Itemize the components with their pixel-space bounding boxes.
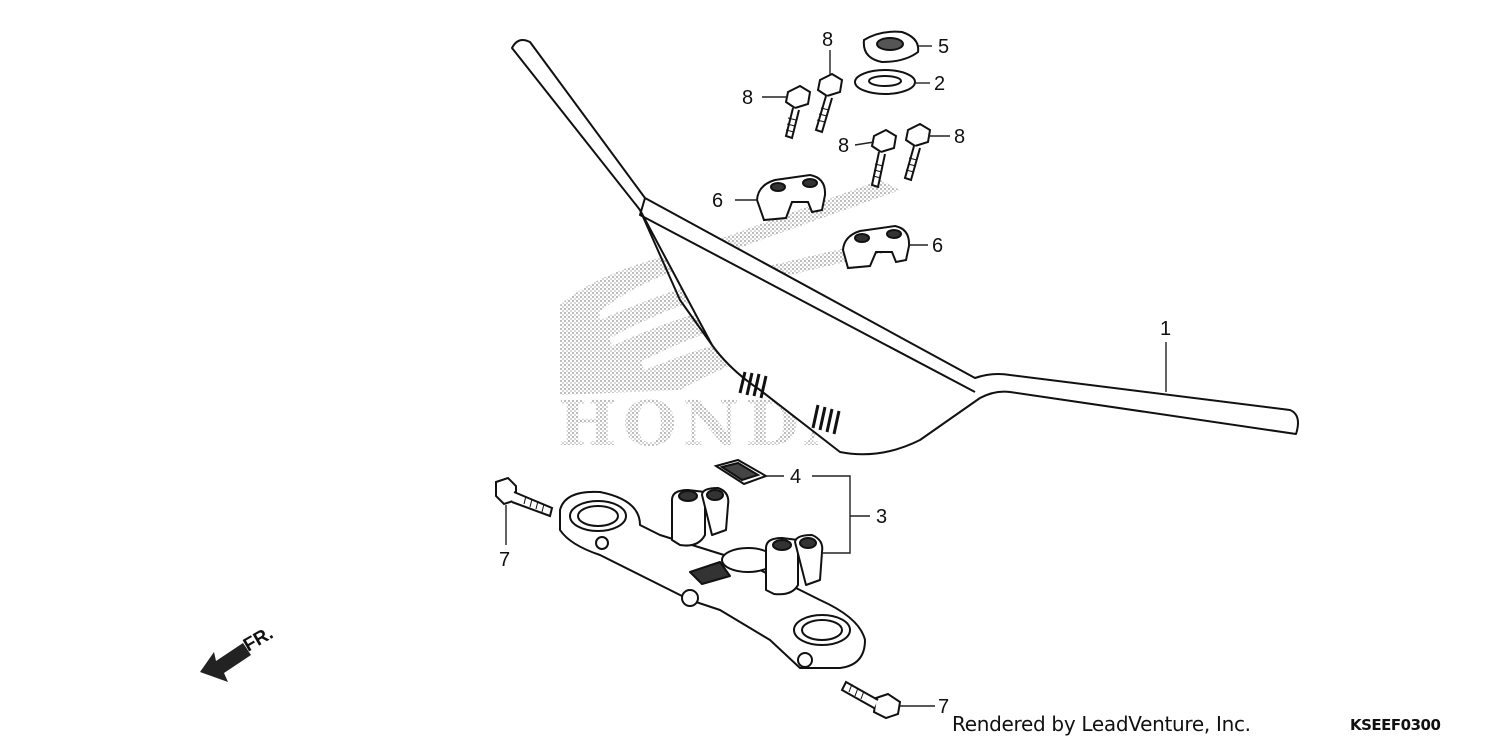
callout-1: 1 xyxy=(1160,318,1171,340)
washer xyxy=(854,69,916,95)
upper-holder-left xyxy=(755,173,827,222)
pinch-bolt-right xyxy=(840,680,902,720)
callout-6-upper: 6 xyxy=(712,190,723,212)
pinch-bolt-left xyxy=(495,476,554,518)
diagram-code: KSEEF0300 xyxy=(1350,716,1441,734)
upper-holder-right xyxy=(841,224,911,270)
callout-8-right: 8 xyxy=(954,126,965,148)
rubber-pad xyxy=(713,458,769,486)
callout-8-left: 8 xyxy=(742,87,753,109)
callout-2: 2 xyxy=(934,73,945,95)
cushion xyxy=(862,30,920,64)
front-direction-arrow: FR. xyxy=(200,623,277,682)
callout-8-mid: 8 xyxy=(838,135,849,157)
bolt-c xyxy=(870,128,898,189)
bolt-a xyxy=(784,84,812,140)
leader-lines xyxy=(505,45,1167,707)
callout-4: 4 xyxy=(790,466,801,488)
callout-7-left: 7 xyxy=(499,549,510,571)
bolt-d xyxy=(903,122,932,182)
top-bridge xyxy=(559,487,866,669)
knurl-right xyxy=(811,404,841,435)
holder-bolts xyxy=(784,72,932,189)
callouts: 1 2 3 4 5 6 6 7 7 8 8 8 8 xyxy=(499,29,1171,718)
knurl-left xyxy=(738,371,768,399)
callout-7-right: 7 xyxy=(938,696,949,718)
render-credit: Rendered by LeadVenture, Inc. xyxy=(952,712,1251,736)
callout-5: 5 xyxy=(938,36,949,58)
callout-8-top: 8 xyxy=(822,29,833,51)
callout-6-lower: 6 xyxy=(932,235,943,257)
bolt-b xyxy=(814,72,844,134)
handlebar xyxy=(511,39,1299,456)
callout-3: 3 xyxy=(876,506,887,528)
arrow-left-down-icon xyxy=(200,643,251,682)
